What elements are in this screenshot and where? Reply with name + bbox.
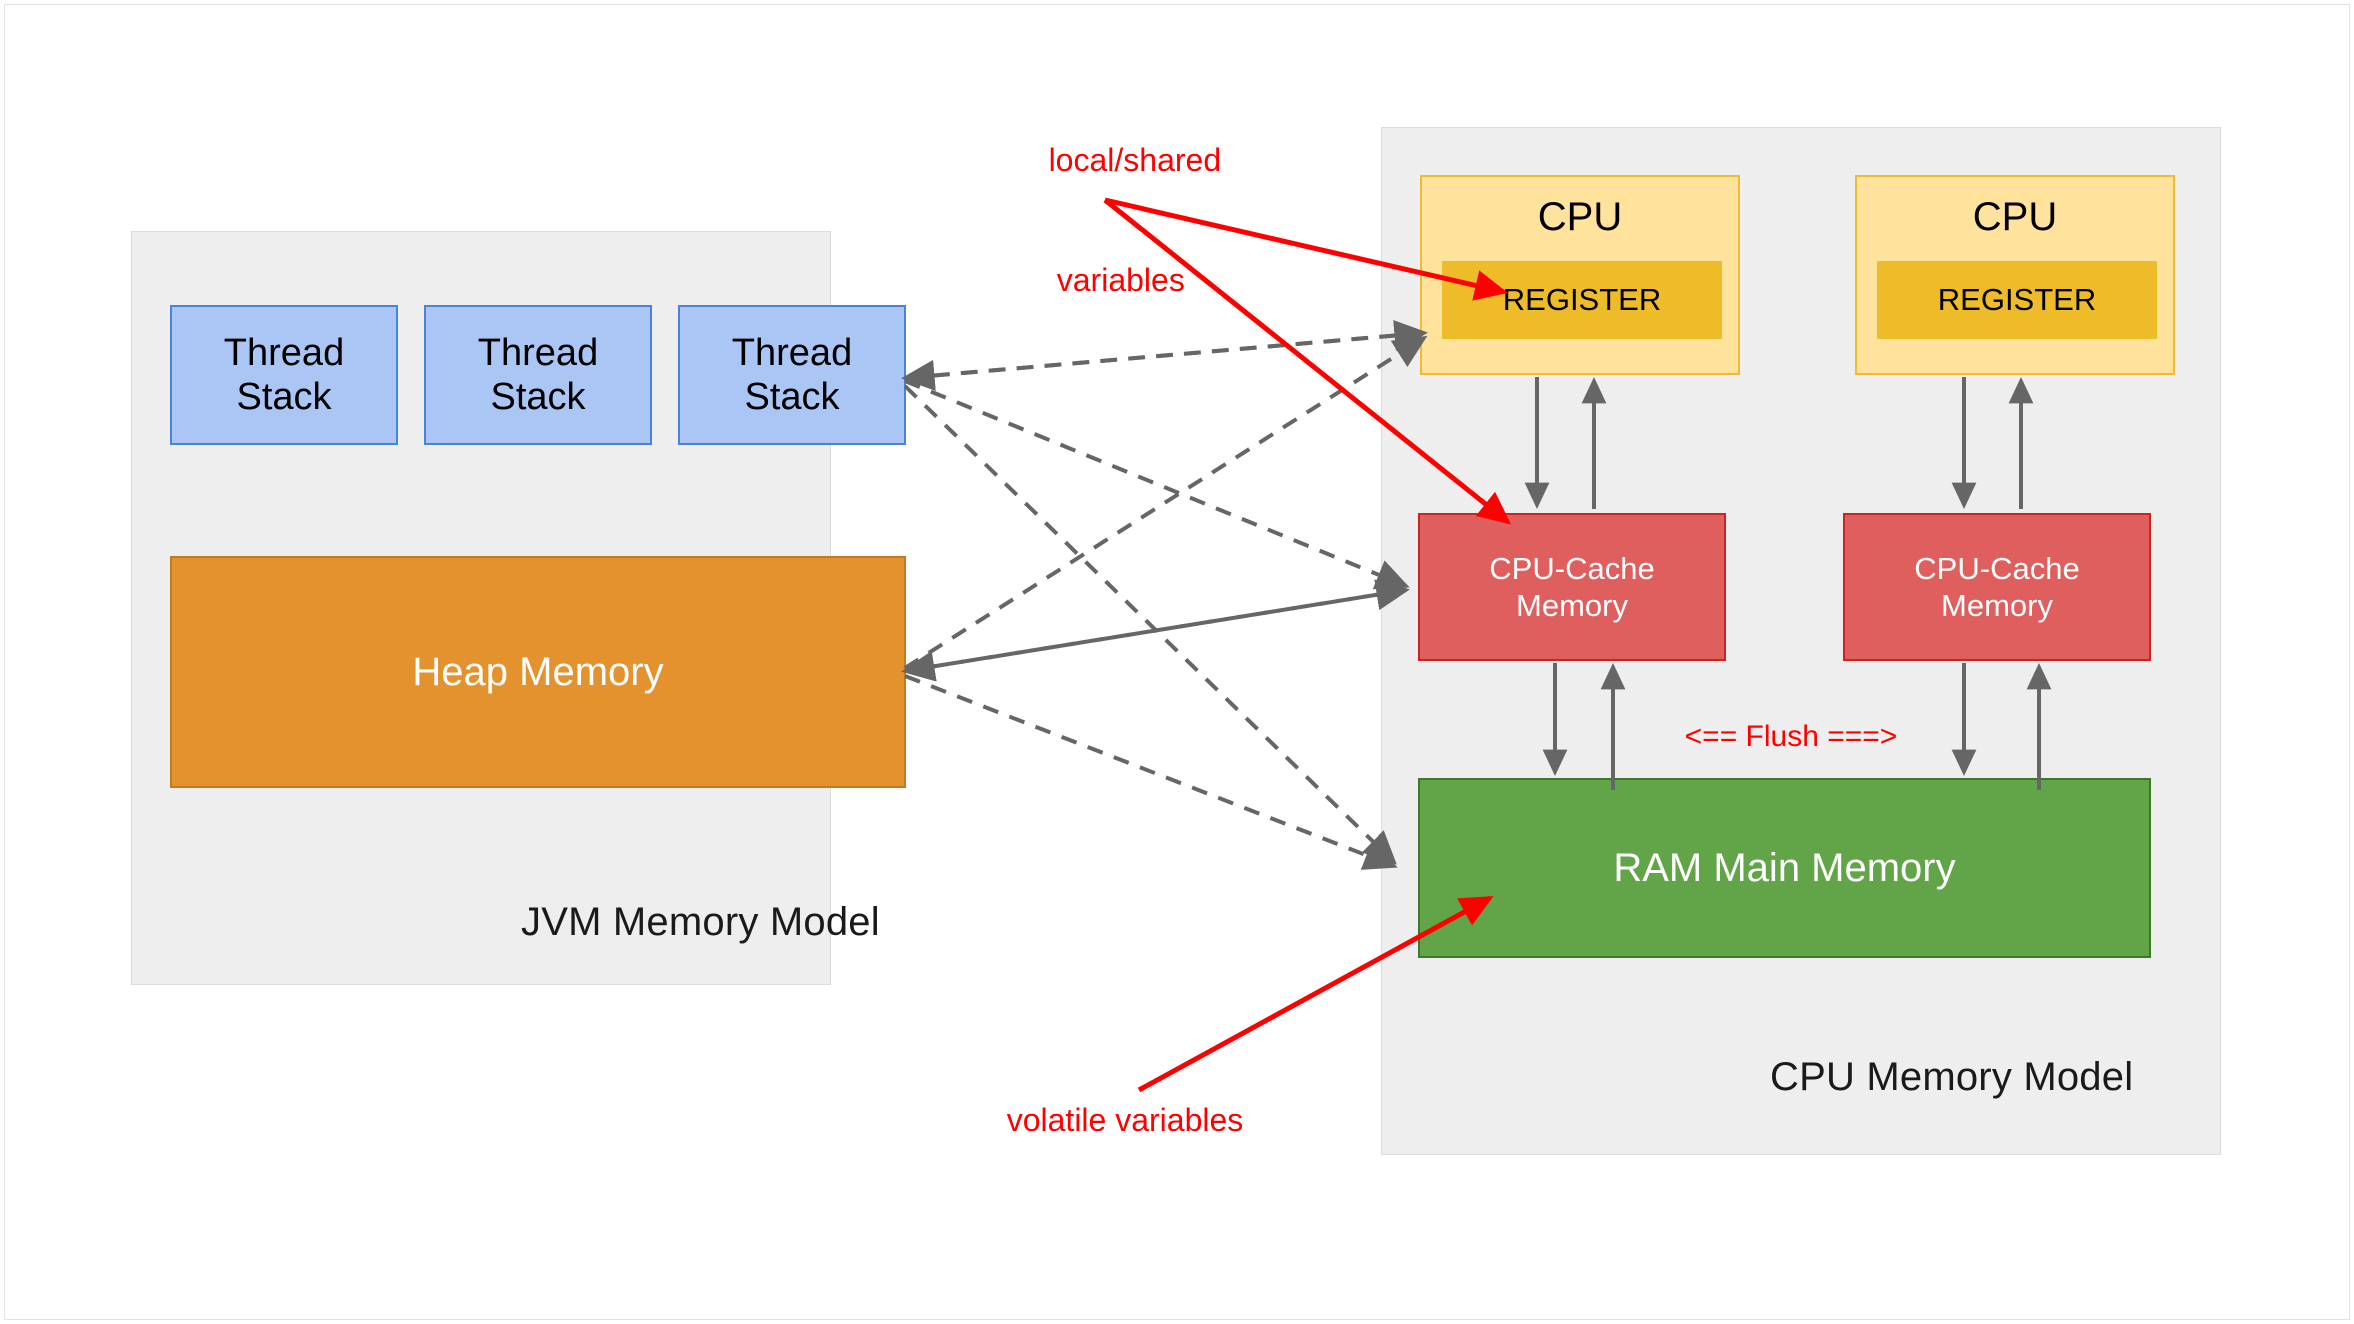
thread-stack-line1: Thread xyxy=(223,331,345,374)
cpu-core-label: CPU xyxy=(1972,195,2058,239)
local-shared-line2: variables xyxy=(1056,262,1185,298)
thread-stack-label: Thread Stack xyxy=(478,331,598,420)
cpu-cache-line2: Memory xyxy=(1516,588,1628,623)
thread-stack-line2: Stack xyxy=(490,376,586,418)
thread-stack-label: Thread Stack xyxy=(732,331,852,420)
register-label: REGISTER xyxy=(1502,282,1662,317)
heap-memory-label: Heap Memory xyxy=(412,649,664,694)
thread-stack-box[interactable]: Thread Stack xyxy=(170,305,398,445)
thread-stack-line2: Stack xyxy=(744,376,840,418)
cpu-cache-line1: CPU-Cache xyxy=(1914,550,2080,586)
thread-stack-box[interactable]: Thread Stack xyxy=(678,305,906,445)
cpu-cache-line1: CPU-Cache xyxy=(1489,550,1655,586)
local-shared-line1: local/shared xyxy=(1048,142,1222,178)
cpu-cache-line2: Memory xyxy=(1941,588,2053,623)
register-label: REGISTER xyxy=(1937,282,2097,317)
thread-stack-line2: Stack xyxy=(236,376,332,418)
cpu-cache-label: CPU-Cache Memory xyxy=(1914,550,2079,624)
heap-memory-box[interactable]: Heap Memory xyxy=(170,556,906,788)
ram-main-memory-label: RAM Main Memory xyxy=(1613,845,1956,890)
register-box[interactable]: REGISTER xyxy=(1877,261,2157,339)
dashed-connector-heap-ram xyxy=(904,674,1398,870)
cpu-panel-title: CPU Memory Model xyxy=(1770,1055,2134,1099)
volatile-variables-annotation: volatile variables xyxy=(1006,1102,1244,1138)
thread-stack-line1: Thread xyxy=(477,331,599,374)
cpu-cache-label: CPU-Cache Memory xyxy=(1489,550,1654,624)
cpu-core-label: CPU xyxy=(1537,195,1623,239)
cpu-core-box[interactable]: CPU REGISTER xyxy=(1420,175,1740,375)
local-shared-variables-annotation: local/shared variables xyxy=(1013,100,1222,340)
register-box[interactable]: REGISTER xyxy=(1442,261,1722,339)
thread-stack-box[interactable]: Thread Stack xyxy=(424,305,652,445)
thread-stack-line1: Thread xyxy=(731,331,853,374)
flush-annotation: <== Flush ===> xyxy=(1684,720,1898,753)
thread-stack-label: Thread Stack xyxy=(224,331,344,420)
dashed-connector-heap-cache xyxy=(904,579,1410,673)
dashed-connector-cache-heap xyxy=(901,588,1407,682)
dashed-connector-threadstack-cache xyxy=(904,379,1410,590)
cpu-core-box[interactable]: CPU REGISTER xyxy=(1855,175,2175,375)
dashed-connector-heap-register xyxy=(903,335,1428,670)
dashed-connector-threadstack-ram xyxy=(903,384,1397,865)
cpu-cache-memory-box[interactable]: CPU-Cache Memory xyxy=(1843,513,2151,661)
cpu-cache-memory-box[interactable]: CPU-Cache Memory xyxy=(1418,513,1726,661)
jvm-panel-title: JVM Memory Model xyxy=(521,900,880,944)
ram-main-memory-box[interactable]: RAM Main Memory xyxy=(1418,778,2151,958)
